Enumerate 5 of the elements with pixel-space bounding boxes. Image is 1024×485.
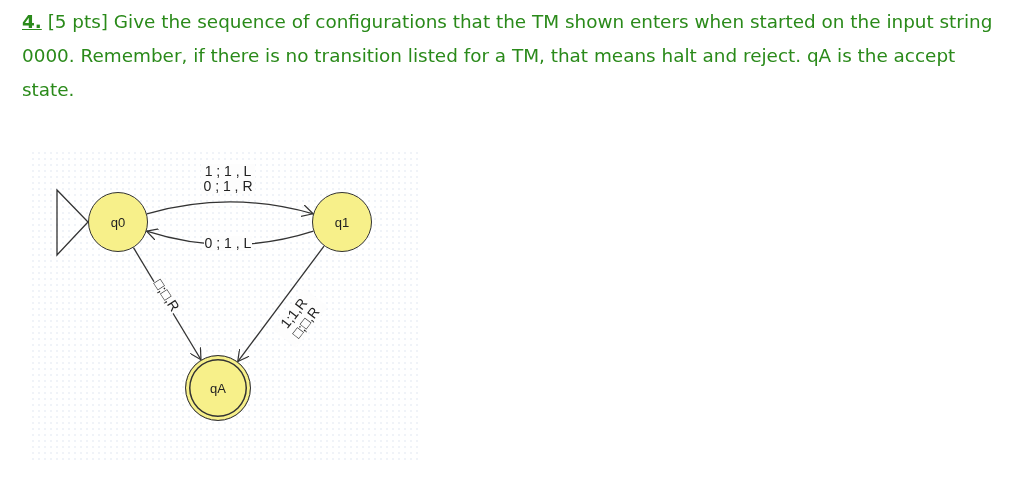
transition-arrow: [237, 245, 325, 363]
question-text: 4. [5 pts] Give the sequence of configurations that the TM shown enters when started on the input string 0000. Remember, if there is no transition listed for a TM, that means halt and reject. qA is the accept state.: [22, 10, 994, 102]
start-arrow: [56, 188, 89, 257]
transition-arrow: [146, 201, 314, 218]
transition-label: 1 ; 1 , L 0 ; 1 , R: [201, 164, 255, 194]
